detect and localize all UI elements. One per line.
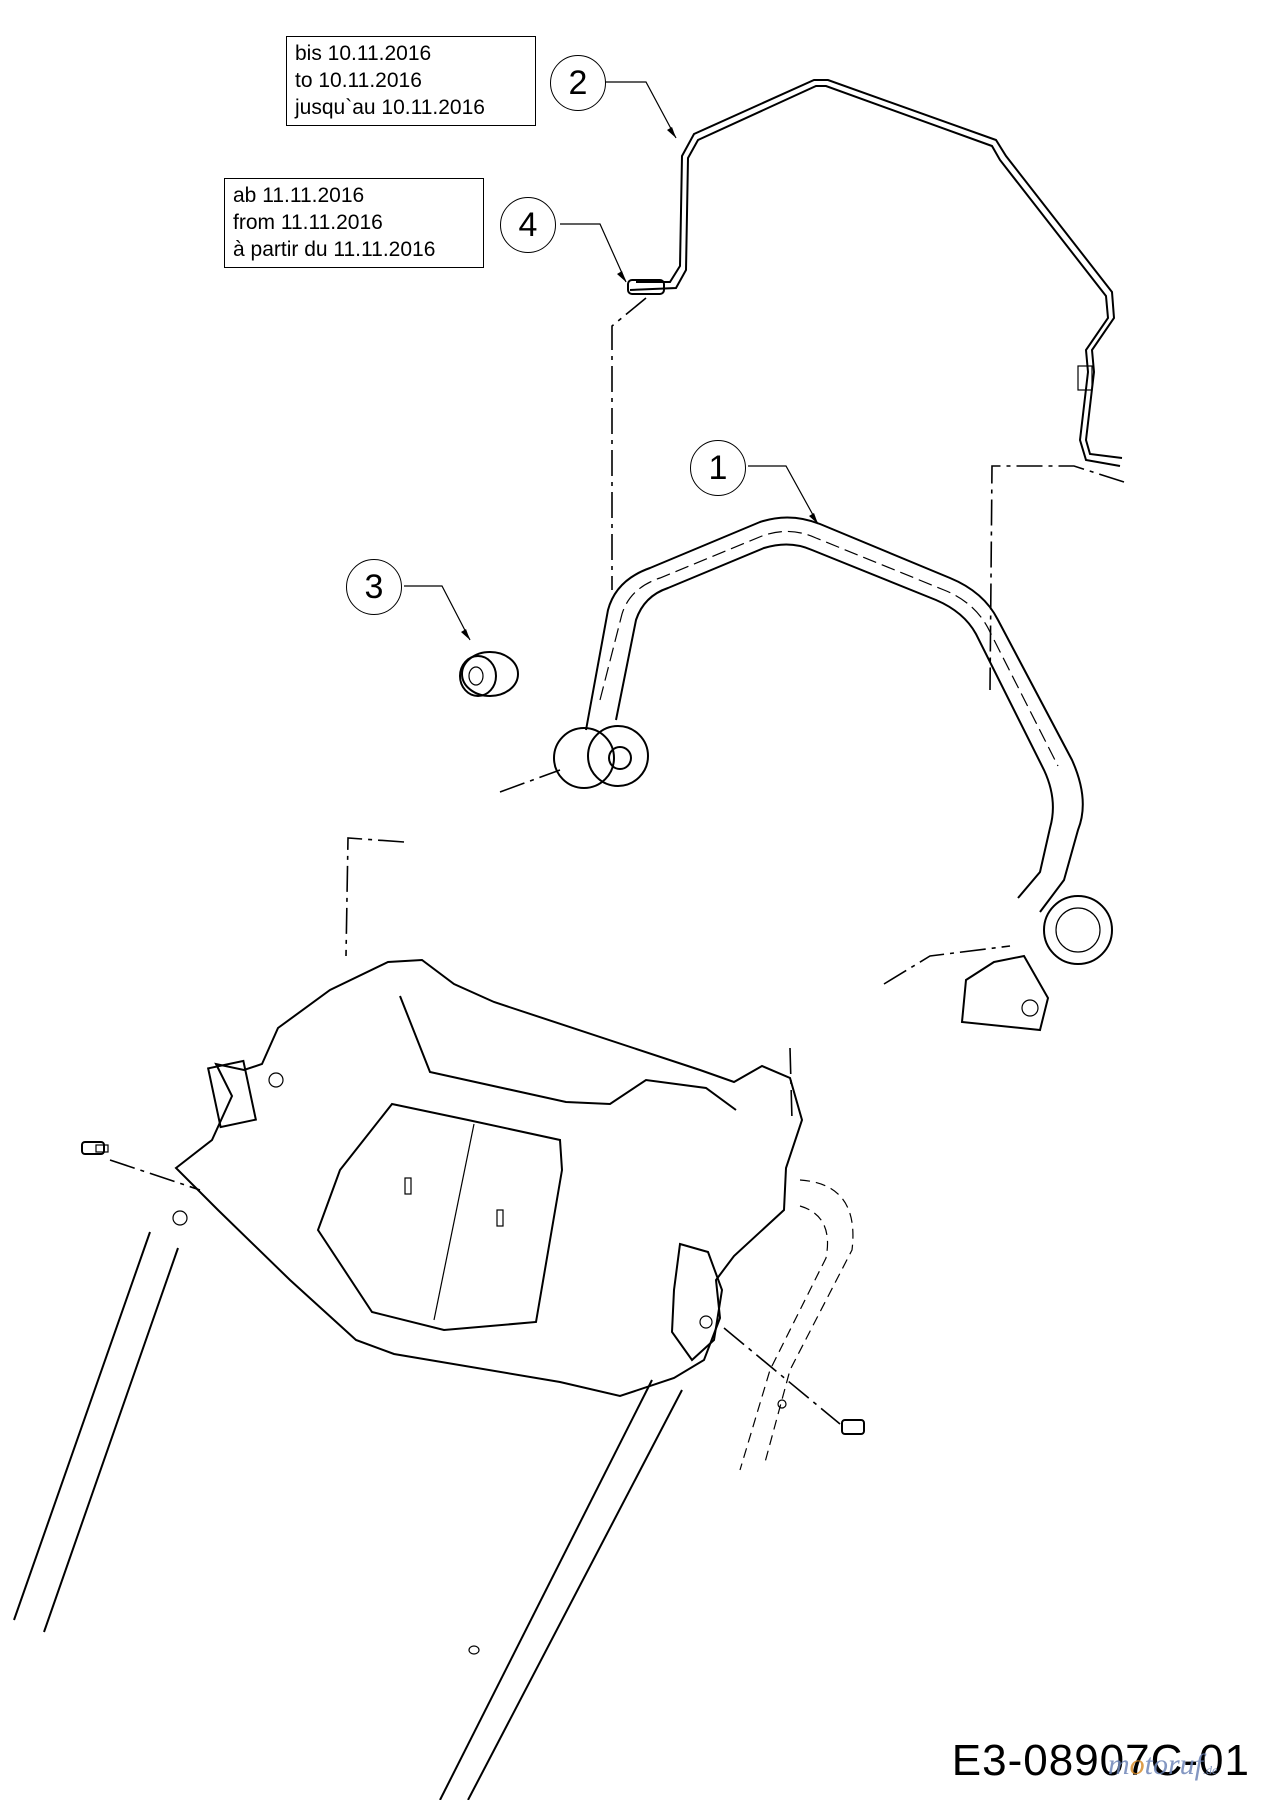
- part-1-upper-handle: [553, 516, 1113, 1032]
- leader-lines: [404, 81, 819, 641]
- note-part-4-from-date: ab 11.11.2016 from 11.11.2016 à partir d…: [224, 178, 484, 268]
- note-line: ab 11.11.2016: [233, 184, 365, 207]
- note-line: jusqu`au 10.11.2016: [295, 96, 485, 119]
- watermark-o: o: [1129, 1748, 1145, 1781]
- lower-handle-tubes: [13, 1179, 854, 1800]
- part-4-pin: [627, 279, 665, 295]
- callout-part-2: 2: [550, 55, 606, 111]
- part-2-bail-wire: [629, 79, 1123, 467]
- handle-console: [172, 958, 804, 1398]
- drawing-code: E3-08907C-01: [951, 1736, 1250, 1785]
- watermark-tld: .de: [1203, 1763, 1218, 1777]
- screws: [81, 1141, 865, 1435]
- note-line: from 11.11.2016: [233, 211, 383, 234]
- part-3-grommet: [459, 651, 519, 697]
- watermark-suffix: toruf: [1144, 1748, 1204, 1781]
- note-line: à partir du 11.11.2016: [233, 238, 436, 261]
- note-line: to 10.11.2016: [295, 69, 422, 92]
- watermark-prefix: m: [1108, 1748, 1130, 1781]
- callout-part-1: 1: [690, 440, 746, 496]
- alignment-lines: [109, 297, 1125, 1425]
- watermark-logo: motoruf.de: [1108, 1748, 1217, 1782]
- note-part-2-until-date: bis 10.11.2016 to 10.11.2016 jusqu`au 10…: [286, 36, 536, 126]
- callout-part-3: 3: [346, 559, 402, 615]
- note-line: bis 10.11.2016: [295, 42, 432, 65]
- callout-part-4: 4: [500, 197, 556, 253]
